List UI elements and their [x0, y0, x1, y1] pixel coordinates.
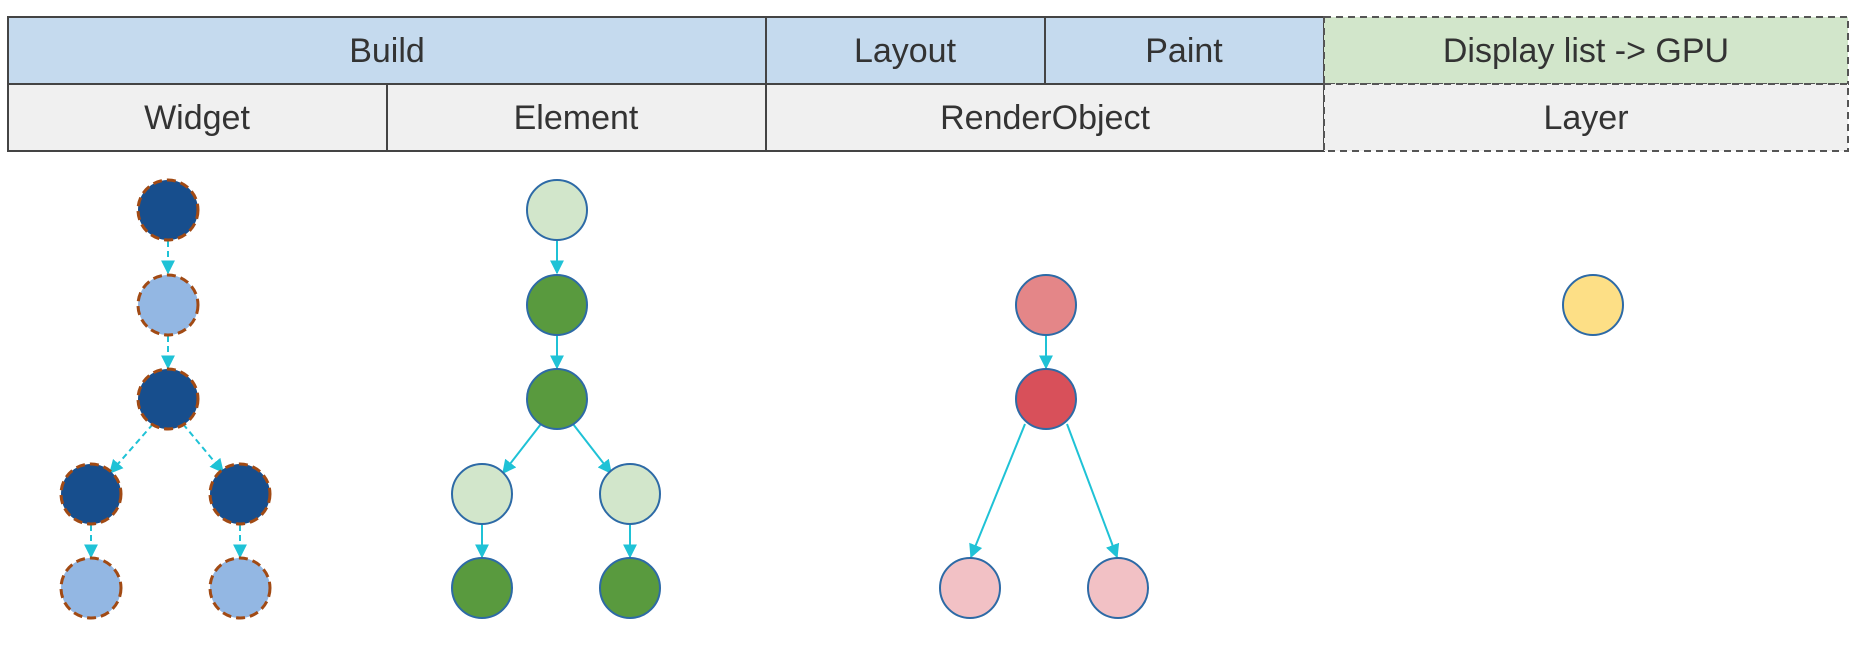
- widget-node-root: [136, 178, 200, 242]
- widget-node-leaf: [59, 556, 123, 620]
- widget-node: [208, 462, 272, 526]
- tree-renderobject-label: RenderObject: [940, 99, 1150, 137]
- renderobject-node: [1015, 368, 1077, 430]
- tree-widget-label: Widget: [144, 99, 250, 137]
- renderobject-tree: [939, 274, 1149, 619]
- phase-build-cell: [7, 16, 767, 85]
- tree-layer-label: Layer: [1543, 99, 1628, 137]
- widget-edge: [182, 423, 224, 474]
- tree-row: Widget Element RenderObject Layer: [7, 83, 1849, 152]
- renderobject-edge: [969, 423, 1026, 559]
- phase-paint-label: Paint: [1145, 32, 1223, 70]
- layer-tree: [1562, 274, 1624, 336]
- widget-tree: [59, 178, 272, 620]
- phase-row: Build Layout Paint Display list -> GPU: [7, 16, 1849, 85]
- element-edge: [502, 423, 542, 475]
- phase-paint-cell: [1044, 16, 1325, 85]
- renderobject-edge: [1066, 423, 1120, 559]
- element-node-root: [526, 179, 588, 241]
- element-node: [526, 274, 588, 336]
- element-node: [526, 368, 588, 430]
- widget-node-leaf: [208, 556, 272, 620]
- element-node: [451, 463, 513, 525]
- element-tree: [451, 179, 661, 619]
- element-node-leaf: [599, 557, 661, 619]
- layer-node: [1562, 274, 1624, 336]
- tree-layer-cell: [1323, 83, 1849, 152]
- element-node-leaf: [451, 557, 513, 619]
- widget-node: [59, 462, 123, 526]
- phase-display-label: Display list -> GPU: [1443, 32, 1729, 70]
- renderobject-node-leaf: [939, 557, 1001, 619]
- phase-build-label: Build: [349, 32, 425, 70]
- tree-element-label: Element: [514, 99, 639, 137]
- element-edge: [572, 423, 612, 475]
- widget-node: [136, 273, 200, 337]
- widget-edge: [109, 423, 154, 475]
- element-node: [599, 463, 661, 525]
- widget-node: [136, 367, 200, 431]
- phase-layout-cell: [765, 16, 1046, 85]
- phase-layout-label: Layout: [854, 32, 957, 70]
- renderobject-node-root: [1015, 274, 1077, 336]
- renderobject-node-leaf: [1087, 557, 1149, 619]
